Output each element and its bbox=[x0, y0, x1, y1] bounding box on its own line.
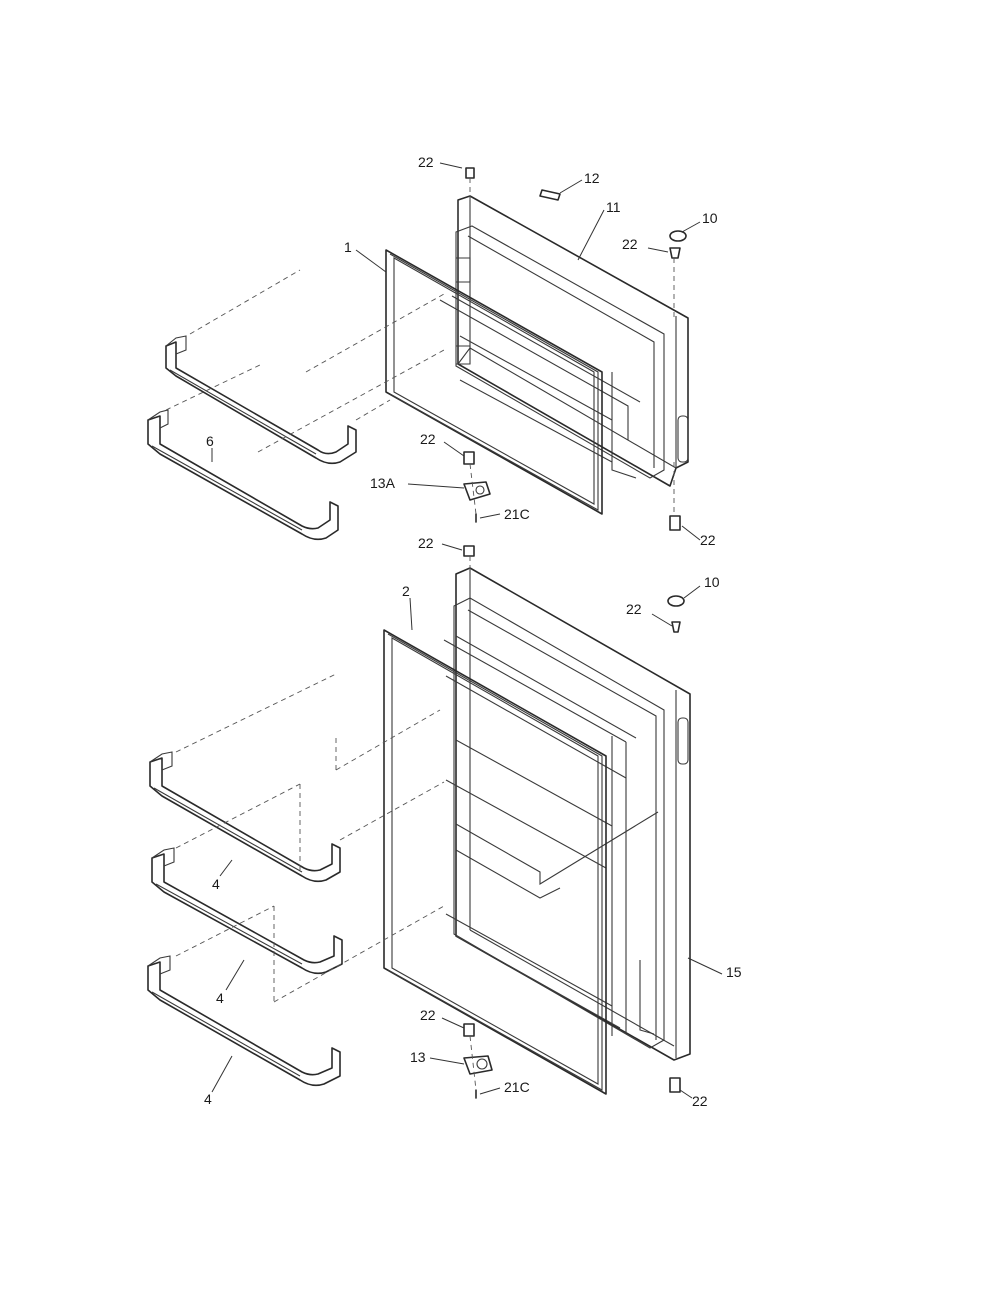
callout-labels: 22 12 11 10 22 1 6 22 13A 21C 22 22 10 2… bbox=[204, 154, 742, 1109]
callout-12: 12 bbox=[584, 170, 600, 186]
callout-22-right-top: 22 bbox=[622, 236, 638, 252]
cap-10-top bbox=[669, 230, 687, 242]
screw-22-right-bottom bbox=[669, 515, 681, 531]
hinge-13 bbox=[463, 1055, 493, 1075]
fresh-food-shelf-bar-2 bbox=[151, 853, 343, 975]
freezer-shelf-bar-lower bbox=[147, 415, 339, 541]
fresh-food-door-assembly bbox=[147, 545, 691, 1099]
callout-4-b: 4 bbox=[216, 990, 224, 1006]
callout-21C-top: 21C bbox=[504, 506, 530, 522]
callout-4-a: 4 bbox=[212, 876, 220, 892]
callout-13: 13 bbox=[410, 1049, 426, 1065]
callout-15: 15 bbox=[726, 964, 742, 980]
screw-22-top bbox=[465, 167, 475, 179]
freezer-door-assembly bbox=[147, 167, 689, 541]
hinge-13A bbox=[463, 481, 491, 501]
callout-13A: 13A bbox=[370, 475, 396, 491]
callout-22-right-low: 22 bbox=[626, 601, 642, 617]
callout-22-bottom-right: 22 bbox=[692, 1093, 708, 1109]
leader-lines bbox=[211, 162, 723, 1099]
callout-22-top: 22 bbox=[418, 154, 434, 170]
plug-12 bbox=[539, 189, 561, 201]
screw-22-fresh-mid bbox=[463, 1023, 475, 1037]
freezer-door-liner bbox=[455, 225, 665, 479]
callout-22-fresh-top: 22 bbox=[418, 535, 434, 551]
callout-21C-bottom: 21C bbox=[504, 1079, 530, 1095]
callout-22-right-mid: 22 bbox=[700, 532, 716, 548]
callout-1: 1 bbox=[344, 239, 352, 255]
fresh-food-shelf-bar-1 bbox=[149, 757, 341, 883]
screw-22-fresh-top bbox=[463, 545, 475, 557]
callout-22-mid: 22 bbox=[420, 431, 436, 447]
freezer-handle-slot bbox=[677, 415, 689, 463]
screw-22-mid bbox=[463, 451, 475, 465]
callout-10-bottom: 10 bbox=[704, 574, 720, 590]
cap-10-bottom bbox=[667, 595, 685, 607]
screw-22-fresh-right bbox=[671, 621, 681, 633]
callout-4-c: 4 bbox=[204, 1091, 212, 1107]
fresh-food-handle-slot bbox=[677, 717, 689, 765]
callout-6: 6 bbox=[206, 433, 214, 449]
screw-22-fresh-bottom bbox=[669, 1077, 681, 1093]
fresh-food-door-liner bbox=[453, 597, 665, 1049]
freezer-shelf-bar-upper bbox=[165, 341, 357, 465]
callout-22-bottom-mid: 22 bbox=[420, 1007, 436, 1023]
fresh-food-door-gasket bbox=[383, 629, 607, 1095]
callout-10-top: 10 bbox=[702, 210, 718, 226]
screw-22-right bbox=[669, 247, 681, 259]
fresh-food-shelf-bar-3 bbox=[147, 961, 341, 1087]
callout-2: 2 bbox=[402, 583, 410, 599]
freezer-door-gasket bbox=[385, 249, 603, 515]
freezer-door-outer-panel bbox=[457, 195, 689, 487]
callout-11: 11 bbox=[606, 199, 621, 215]
